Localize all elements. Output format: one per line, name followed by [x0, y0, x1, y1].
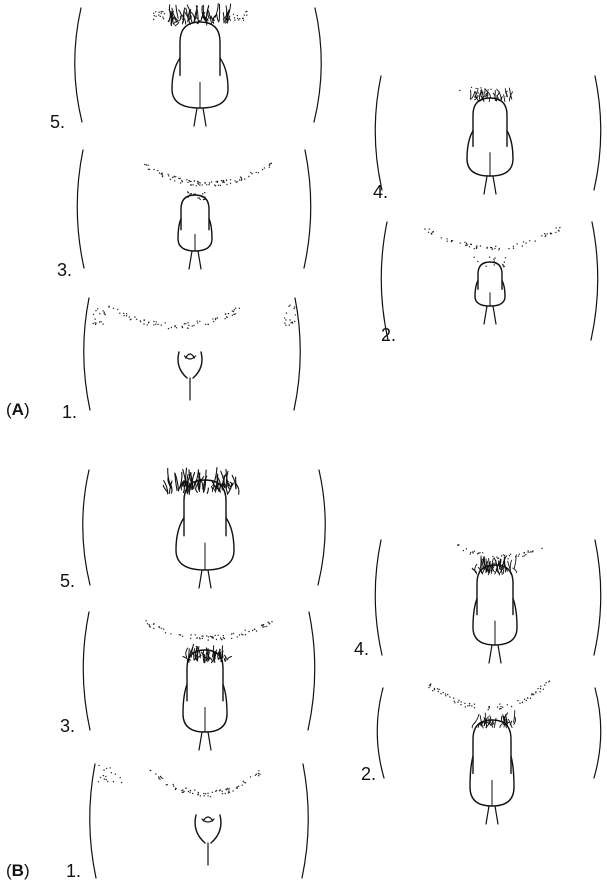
- panel-a-stage-4-figure: [375, 76, 601, 194]
- panel-b-close-paren: ): [24, 861, 30, 880]
- panel-a-close-paren: ): [24, 400, 30, 419]
- panel-a-stage-3-label: 3.: [57, 261, 72, 279]
- panel-a-stage-2-label: 2.: [381, 326, 396, 344]
- panel-a-stage-5-label: 5.: [50, 113, 65, 131]
- panel-a-label: (A): [6, 401, 30, 418]
- panel-b-stage-2-label: 2.: [361, 765, 376, 783]
- panel-b-stage-4-figure: [375, 540, 601, 663]
- panel-b-stage-3-label: 3.: [60, 717, 75, 735]
- panel-b-letter: B: [12, 861, 24, 880]
- panel-a-stage-5-figure: [75, 4, 322, 127]
- panel-b-stage-3-figure: [83, 612, 315, 750]
- panel-b-stage-4-label: 4.: [354, 640, 369, 658]
- panel-b-label: (B): [6, 862, 30, 879]
- panel-b-stage-5-label: 5.: [60, 572, 75, 590]
- panel-a-stage-1-figure: [84, 298, 301, 410]
- panel-b-stage-1-label: 1.: [66, 862, 81, 880]
- panel-a-letter: A: [12, 400, 24, 419]
- panel-b-stage-1-figure: [90, 764, 309, 878]
- panel-a-stage-1-label: 1.: [62, 403, 77, 421]
- panel-b-stage-2-figure: [377, 680, 601, 824]
- panel-b-stage-5-figure: [83, 468, 326, 588]
- panel-a-stage-3-figure: [77, 150, 311, 269]
- panel-a-stage-4-label: 4.: [373, 183, 388, 201]
- panel-a-stage-2-figure: [381, 222, 598, 340]
